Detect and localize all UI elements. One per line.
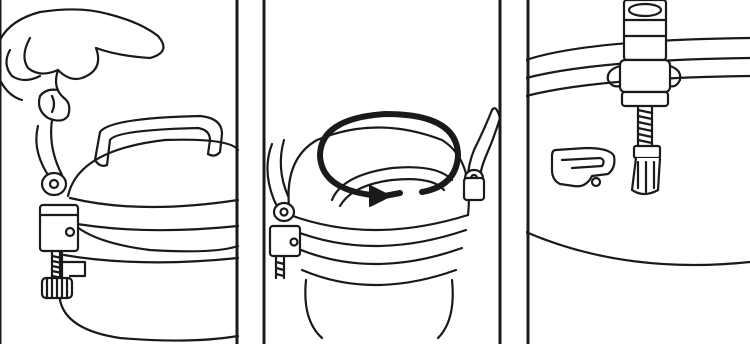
step-1-panel: [0, 0, 240, 344]
hand-pressing-lever-latch-icon: [0, 0, 240, 344]
step-2-panel: [262, 0, 502, 344]
latch-hook-and-clamp-detail-icon: [526, 0, 750, 344]
step-3-panel: [526, 0, 750, 344]
rotate-lid-clockwise-icon: [262, 0, 502, 344]
